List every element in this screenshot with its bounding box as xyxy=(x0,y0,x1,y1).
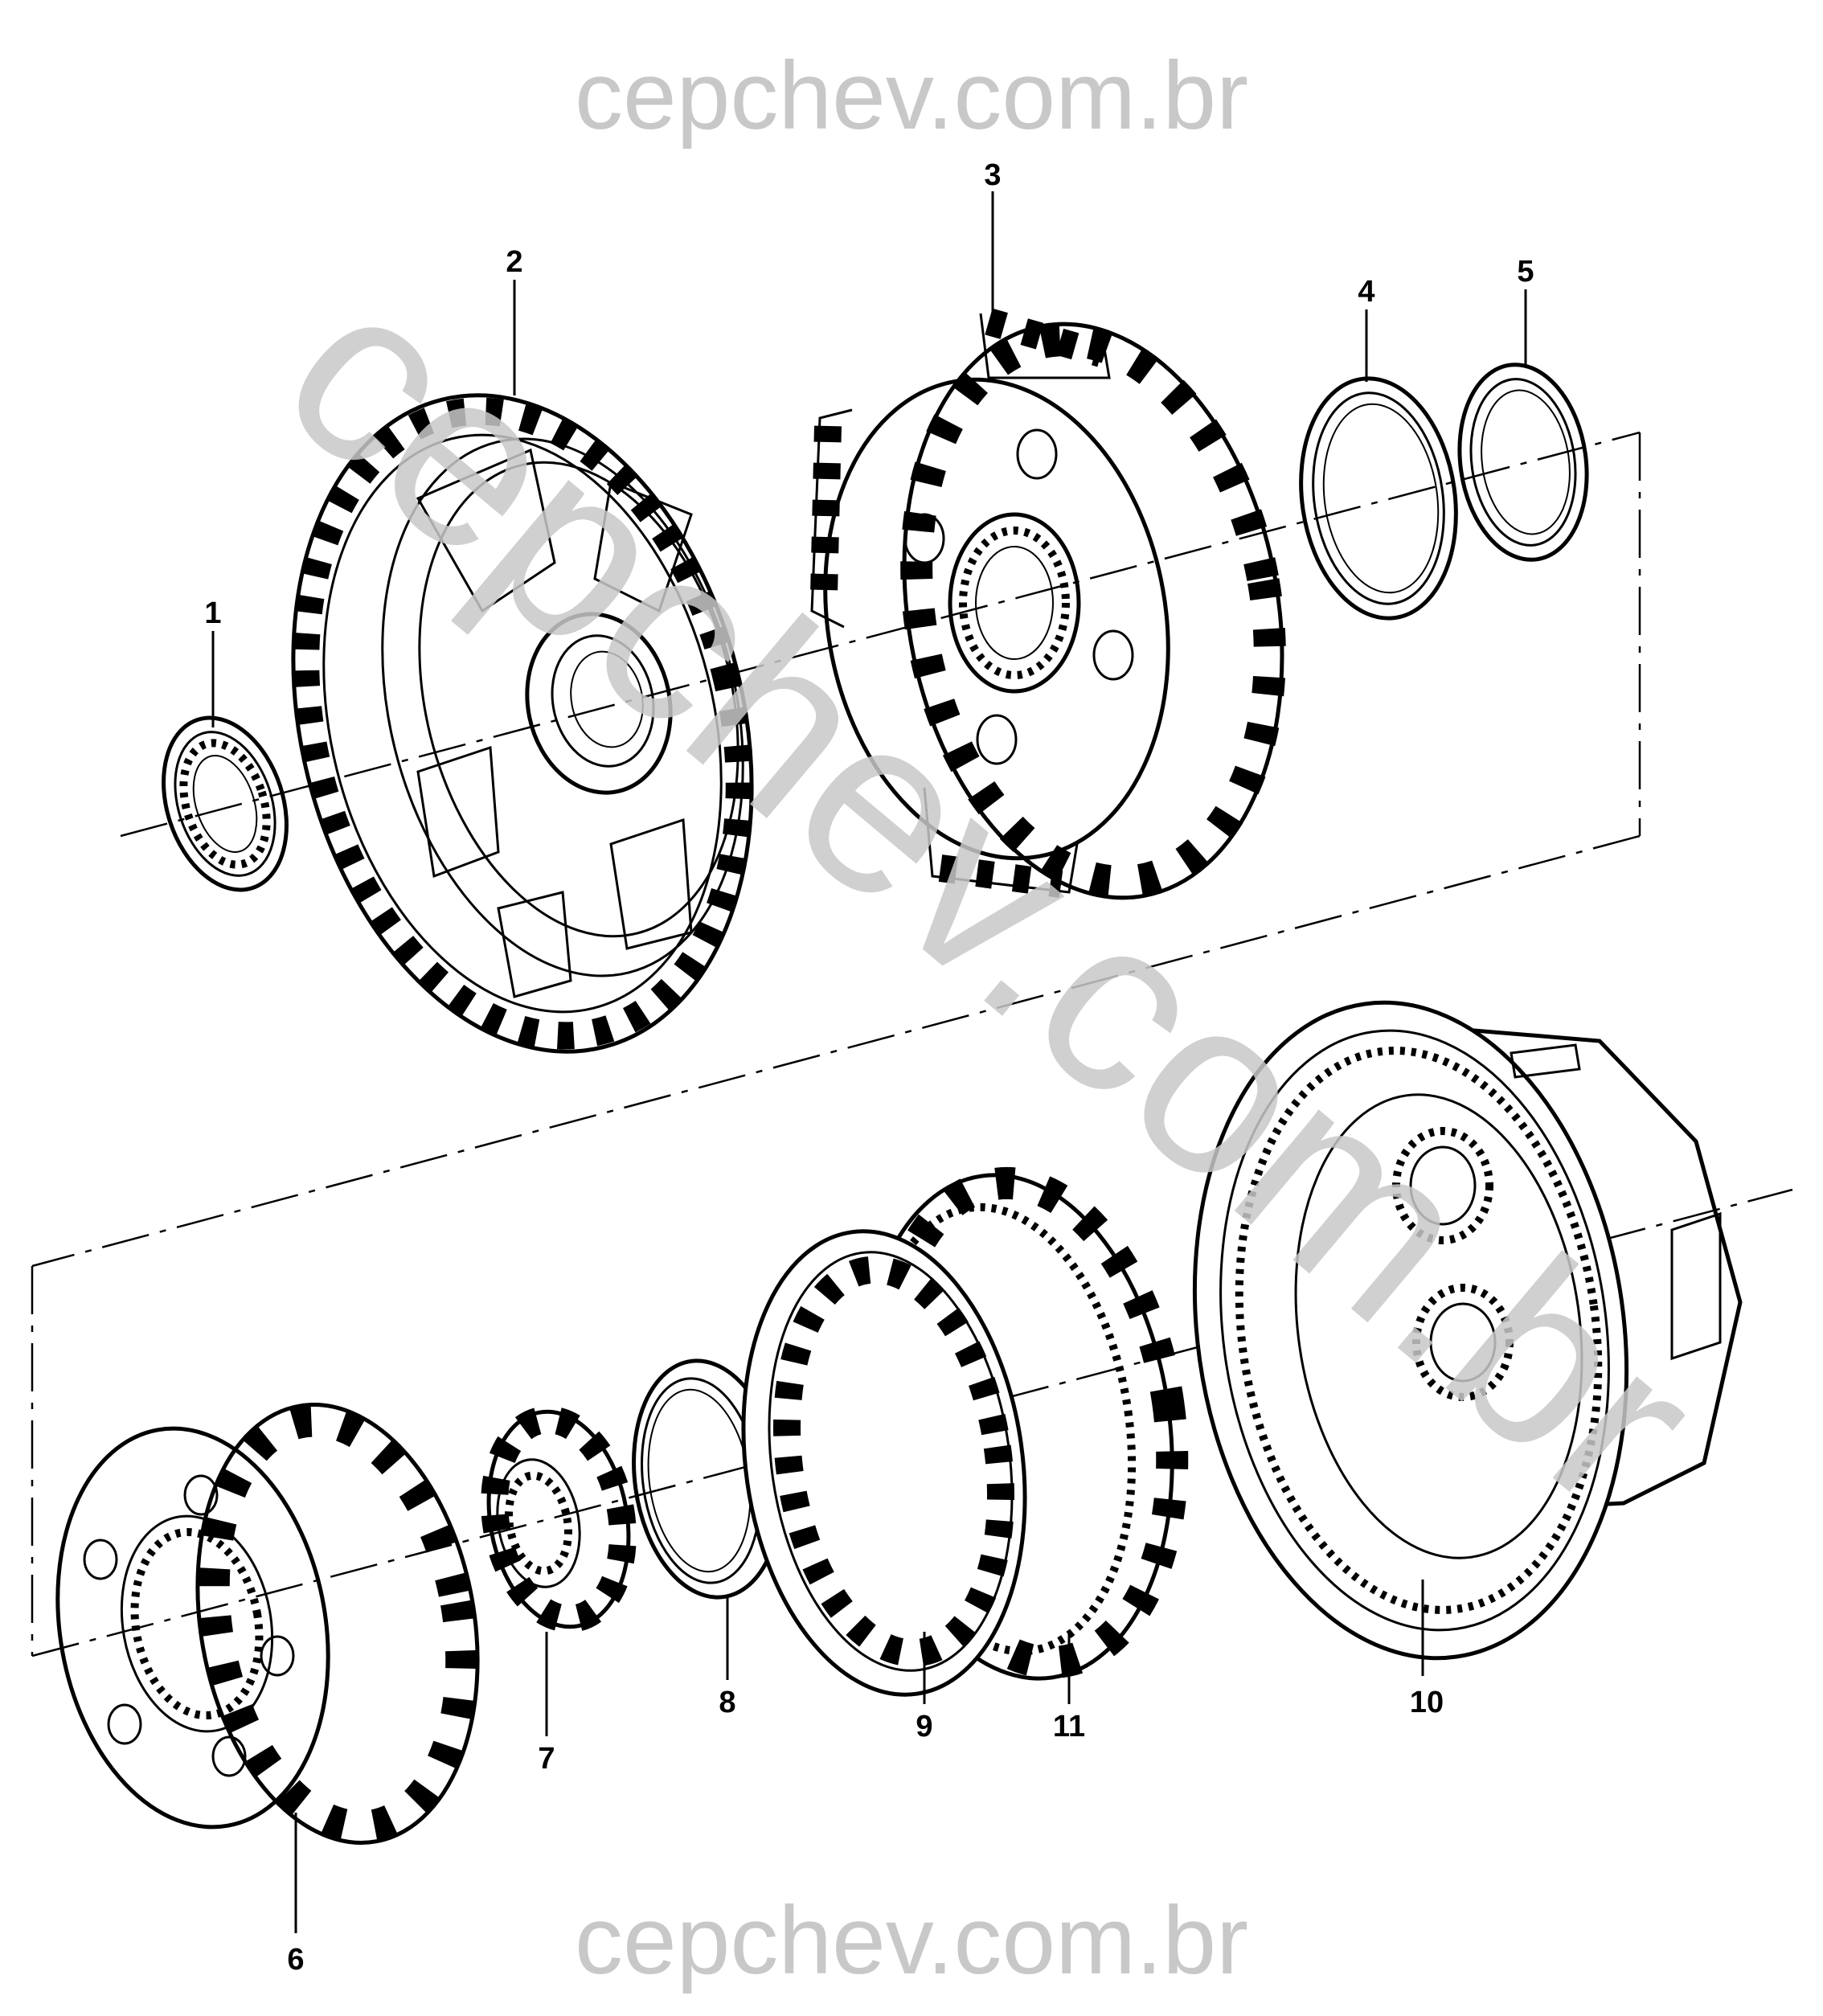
part-6-rear-carrier xyxy=(55,1403,480,1845)
callout-7: 7 xyxy=(538,1742,555,1776)
watermark-top: cepchev.com.br xyxy=(575,42,1248,150)
part-5-thrust-washer xyxy=(1457,363,1589,562)
callout-4: 4 xyxy=(1358,275,1374,309)
callout-leaders xyxy=(211,191,1527,1933)
part-1-thrust-bearing xyxy=(162,715,289,892)
part-3-planet-carrier xyxy=(810,308,1286,900)
callout-5: 5 xyxy=(1517,255,1534,289)
part-10-output-housing xyxy=(1192,1000,1743,1661)
part-2-clutch-drum xyxy=(291,393,754,1054)
callout-labels: 1 2 3 4 5 6 7 8 9 11 10 xyxy=(204,158,1534,1977)
part-4-thrust-washer xyxy=(1299,376,1458,621)
callout-2: 2 xyxy=(506,245,522,279)
callout-9: 9 xyxy=(916,1710,932,1744)
callout-10: 10 xyxy=(1410,1686,1444,1719)
part-7-sun-gear xyxy=(481,1406,637,1633)
callout-11: 11 xyxy=(1053,1710,1085,1744)
callout-1: 1 xyxy=(204,596,221,630)
callout-6: 6 xyxy=(287,1943,304,1977)
part-9-internal-ring xyxy=(741,1229,1027,1697)
callout-8: 8 xyxy=(719,1686,735,1719)
watermark-bottom: cepchev.com.br xyxy=(575,1887,1248,1994)
callout-3: 3 xyxy=(984,158,1001,192)
